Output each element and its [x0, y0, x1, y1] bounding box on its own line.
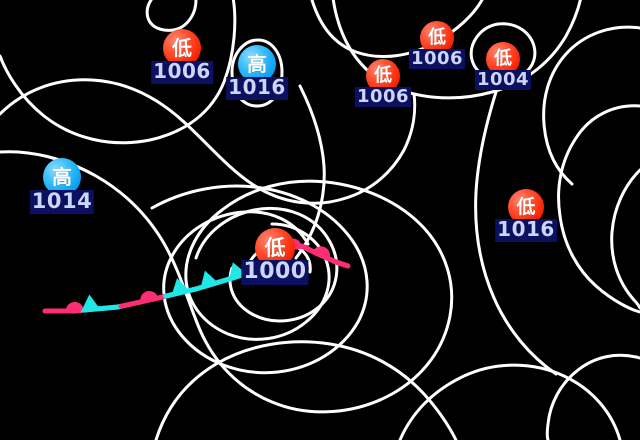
- isobar-contour: [610, 168, 640, 310]
- isobar-contour: [542, 25, 640, 186]
- cold-front-barb: [171, 278, 190, 295]
- isobar-contour: [145, 0, 198, 32]
- isobar-contour: [150, 184, 369, 375]
- pressure-value-label: 1004: [474, 69, 532, 91]
- high-pressure-symbol: 高: [238, 45, 276, 83]
- isobar-contour: [474, 90, 558, 376]
- pressure-value-label: 1016: [495, 217, 557, 242]
- isobar-contour: [0, 150, 454, 414]
- isobar-contour: [398, 363, 622, 440]
- pressure-value-label: 1006: [354, 86, 412, 108]
- warm-front-bump: [312, 246, 330, 259]
- pressure-value-label: 1006: [151, 59, 213, 84]
- pressure-value-label: 1016: [226, 75, 288, 100]
- isobar-contour: [0, 78, 417, 205]
- isobar-contour: [294, 84, 326, 260]
- pressure-value-label: 1000: [241, 259, 309, 285]
- isobar-contour: [557, 104, 640, 314]
- isobar-contour: [331, 0, 582, 100]
- isobar-contour: [0, 0, 237, 145]
- isobar-contour: [545, 353, 640, 440]
- pressure-value-label: 1006: [408, 48, 466, 70]
- cold-front-barb: [81, 294, 100, 311]
- isobar-contour: [230, 38, 284, 108]
- high-pressure-symbol: 高: [43, 158, 81, 196]
- pressure-value-label: 1014: [29, 189, 95, 214]
- cold-front-barb: [200, 270, 218, 288]
- warm-front-bump: [140, 290, 159, 302]
- warm-front-bump: [65, 301, 84, 312]
- low-pressure-symbol: 低: [163, 29, 201, 67]
- isobar-contour: [310, 0, 484, 58]
- cold-front-barb: [229, 262, 247, 280]
